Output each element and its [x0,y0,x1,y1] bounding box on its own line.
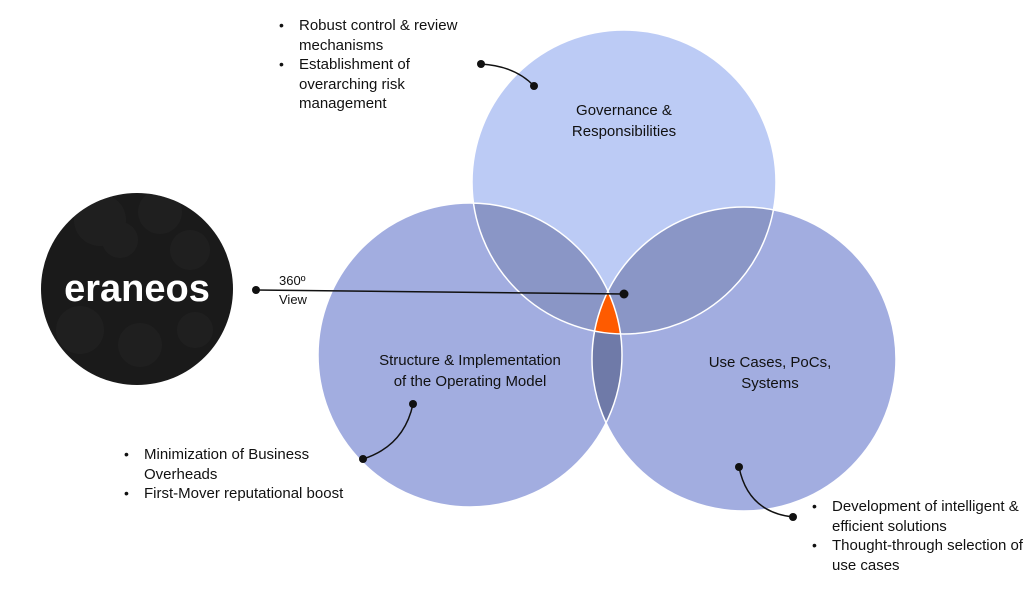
dot-360-left [252,286,260,294]
governance-circle-outline [471,29,777,335]
list-item: Minimization of Business Overheads [121,445,351,484]
eraneos-logo: eraneos [41,193,233,385]
dot-structure-outer [359,455,367,463]
governance-bullets: Robust control & review mechanisms Estab… [276,16,486,114]
list-item: Establishment of overarching risk manage… [276,55,486,114]
dot-use-cases-inner [735,463,743,471]
list-item: Robust control & review mechanisms [276,16,486,55]
connector-use-cases [738,466,794,518]
dot-use-cases-outer [789,513,797,521]
use-cases-circle-outline [591,206,897,512]
view-360-label: 360º View [279,273,307,307]
connector-360-line [255,289,625,295]
use-cases-label: Use Cases, PoCs, Systems [708,354,832,392]
structure-circle-outline [317,202,623,508]
connector-structure [362,403,414,460]
use-cases-bullets: Development of intelligent & efficient s… [809,497,1023,575]
list-item: Development of intelligent & efficient s… [809,497,1023,536]
list-item: First-Mover reputational boost [121,484,351,504]
governance-label: Governance & Responsibilities [571,102,677,140]
structure-bullets: Minimization of Business Overheads First… [121,445,351,504]
dot-governance-inner [530,82,538,90]
connector-governance [480,63,535,87]
overlap-governance-structure [472,203,622,334]
overlap-governance-usecases [592,207,776,334]
structure-label: Structure & Implementation of the Operat… [379,352,561,390]
list-item: Thought-through selection of use cases [809,536,1023,575]
connectors [255,63,794,518]
dot-360-center [619,289,629,299]
dot-structure-inner [409,400,417,408]
logo-text: eraneos [64,268,210,310]
